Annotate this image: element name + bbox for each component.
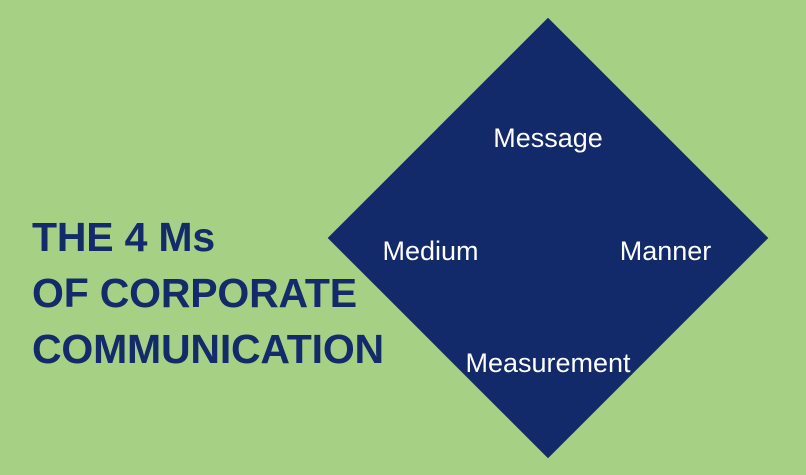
diamond-cluster: Message Medium Manner Measurement xyxy=(323,13,773,463)
diamond-label-manner: Manner xyxy=(619,236,712,266)
headline-block: THE 4 Ms OF CORPORATE COMMUNICATION xyxy=(32,209,432,377)
diamond-label-message: Message xyxy=(493,123,603,153)
headline-line-3: COMMUNICATION xyxy=(32,326,384,372)
headline-line-2: OF CORPORATE xyxy=(32,270,357,316)
headline-line-1: THE 4 Ms xyxy=(32,214,215,260)
diamond-label-measurement: Measurement xyxy=(465,348,631,378)
diamond-label-medium: Medium xyxy=(382,236,479,266)
